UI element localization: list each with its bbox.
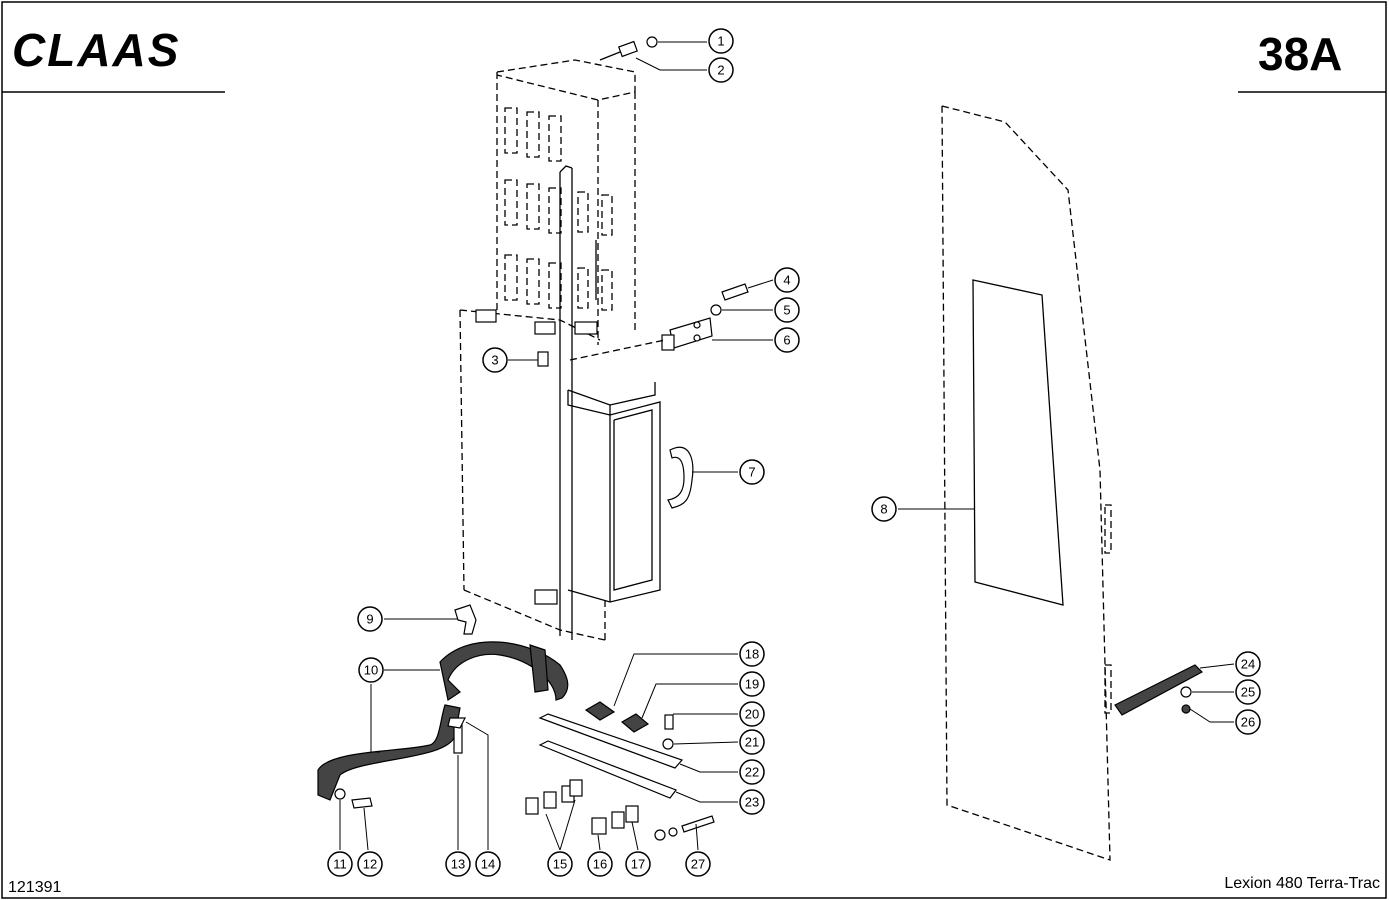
callout-6: 6: [774, 327, 800, 353]
door-part-8: [941, 105, 1112, 861]
callout-24: 24: [1235, 651, 1261, 677]
plate-part-22: [538, 713, 684, 769]
svg-text:1: 1: [717, 34, 724, 49]
callout-14: 14: [475, 851, 501, 877]
hinge-part-24: [1114, 664, 1203, 716]
callout-12: 12: [357, 851, 383, 877]
callout-18: 18: [739, 641, 765, 667]
svg-text:21: 21: [745, 735, 759, 750]
svg-text:3: 3: [491, 353, 498, 368]
svg-text:8: 8: [880, 502, 887, 517]
screw-part-20-21: [662, 714, 674, 750]
callout-22: 22: [739, 759, 765, 785]
cover-panel: [567, 382, 661, 603]
callout-21: 21: [739, 729, 765, 755]
svg-text:16: 16: [593, 857, 607, 872]
drawing-number: 121391: [8, 879, 61, 896]
svg-text:22: 22: [745, 765, 759, 780]
svg-text:27: 27: [691, 857, 705, 872]
hardware-part-11-14: [334, 717, 466, 809]
callout-27: 27: [685, 851, 711, 877]
plate-part-23: [538, 740, 677, 799]
callout-11: 11: [327, 851, 353, 877]
callout-15: 15: [547, 851, 573, 877]
callout-1: 1: [708, 28, 734, 54]
svg-text:14: 14: [481, 857, 495, 872]
screw-part-1-2: [599, 36, 658, 61]
stud-part-3: [537, 351, 549, 367]
pad-part-18: [584, 701, 616, 721]
clamp-part-15: [525, 779, 583, 815]
svg-text:15: 15: [553, 857, 567, 872]
svg-text:18: 18: [745, 647, 759, 662]
callout-10: 10: [358, 657, 384, 683]
svg-text:10: 10: [364, 663, 378, 678]
callout-17: 17: [625, 851, 651, 877]
svg-text:25: 25: [1241, 685, 1255, 700]
svg-text:11: 11: [333, 857, 347, 872]
callout-16: 16: [587, 851, 613, 877]
bracket-part-6: [569, 317, 713, 361]
svg-text:7: 7: [748, 465, 755, 480]
bolt-part-27: [654, 815, 715, 841]
svg-text:20: 20: [745, 707, 759, 722]
svg-text:5: 5: [783, 303, 790, 318]
callout-7: 7: [739, 459, 765, 485]
callout-13: 13: [445, 851, 471, 877]
vertical-rail: [475, 165, 598, 640]
sheet-number: 38A: [1258, 28, 1342, 80]
callout-9: 9: [357, 606, 383, 632]
svg-text:2: 2: [717, 63, 724, 78]
handle-part-7: [667, 446, 694, 509]
clamp-part-16-17: [591, 805, 639, 835]
pad-part-19: [620, 713, 650, 733]
callout-19: 19: [739, 671, 765, 697]
callout-4: 4: [774, 267, 800, 293]
callout-5: 5: [774, 297, 800, 323]
rear-panel-upper: [496, 59, 636, 345]
fitting-part-9: [454, 604, 477, 635]
bolt-part-4-5: [710, 283, 749, 316]
callout-3: 3: [482, 347, 508, 373]
svg-text:13: 13: [451, 857, 465, 872]
callout-23: 23: [739, 789, 765, 815]
svg-text:23: 23: [745, 795, 759, 810]
svg-text:26: 26: [1241, 715, 1255, 730]
callout-26: 26: [1235, 709, 1261, 735]
svg-text:4: 4: [783, 273, 790, 288]
callout-8: 8: [871, 496, 897, 522]
claas-logo: CLAAS: [12, 24, 180, 76]
svg-text:9: 9: [366, 612, 373, 627]
callout-2: 2: [708, 57, 734, 83]
callout-20: 20: [739, 701, 765, 727]
svg-text:6: 6: [783, 333, 790, 348]
strap-part-10: [317, 641, 569, 801]
svg-text:12: 12: [363, 857, 377, 872]
callout-25: 25: [1235, 679, 1261, 705]
model-name: Lexion 480 Terra-Trac: [1224, 875, 1380, 892]
leader-lines: [339, 41, 1235, 851]
svg-text:17: 17: [631, 857, 645, 872]
svg-text:24: 24: [1241, 657, 1255, 672]
svg-text:19: 19: [745, 677, 759, 692]
